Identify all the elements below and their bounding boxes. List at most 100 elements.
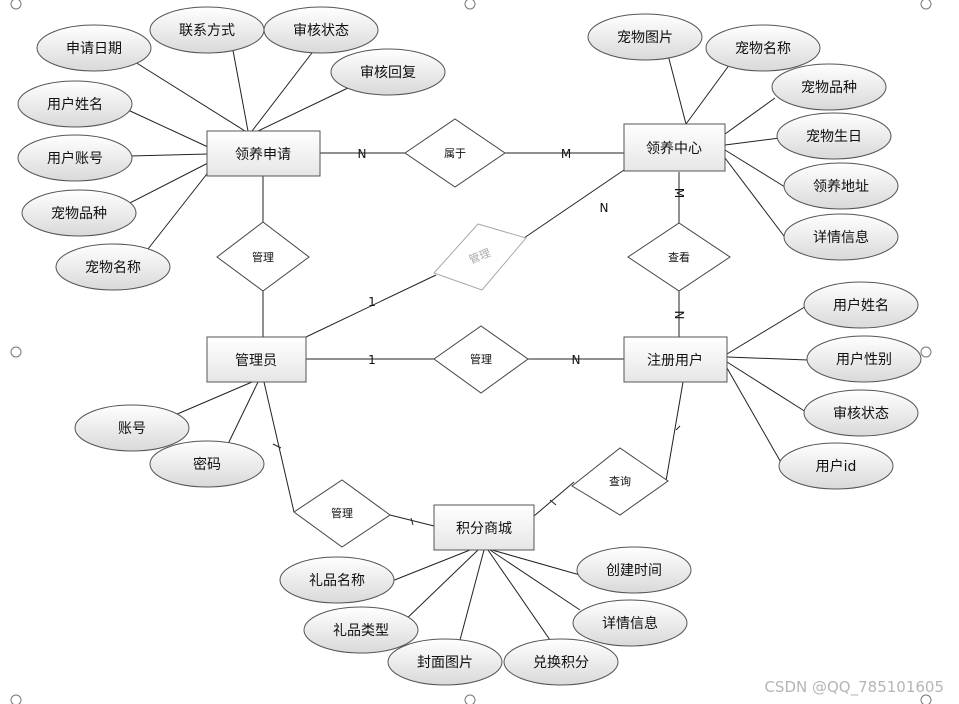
- rel-manage-user[interactable]: 管理: [433, 325, 529, 394]
- svg-text:领养地址: 领养地址: [813, 179, 869, 195]
- svg-text:申请日期: 申请日期: [66, 41, 122, 57]
- svg-text:用户账号: 用户账号: [47, 150, 103, 167]
- svg-text:兑换积分: 兑换积分: [533, 654, 589, 671]
- attr-exchange-points[interactable]: 兑换积分: [503, 638, 619, 686]
- entity-adopt-apply[interactable]: 领养申请: [206, 130, 321, 177]
- edge-mall-details: [489, 549, 581, 611]
- edge-mall-gifttype: [399, 549, 479, 626]
- edge-apply-contact: [231, 44, 249, 132]
- attr-password[interactable]: 密码: [149, 440, 265, 488]
- svg-text:宠物生日: 宠物生日: [806, 129, 862, 145]
- edge-center-address: [724, 149, 786, 188]
- edge-mall-create: [491, 549, 581, 576]
- svg-text:详情信息: 详情信息: [602, 615, 658, 632]
- attr-audit-reply[interactable]: 审核回复: [330, 48, 446, 96]
- rel-view[interactable]: 查看: [627, 222, 731, 292]
- attr-create-time[interactable]: 创建时间: [576, 546, 692, 594]
- rel-label: 管理: [252, 250, 274, 264]
- card-manage-user-n: N: [572, 353, 581, 367]
- edge-mall-cover: [459, 549, 485, 641]
- svg-text:用户姓名: 用户姓名: [833, 297, 889, 314]
- attr-gift-name[interactable]: 礼品名称: [279, 556, 395, 604]
- svg-text:宠物图片: 宠物图片: [617, 30, 673, 46]
- edge-center-manage2: [523, 169, 625, 239]
- attr-user-name-apply[interactable]: 用户姓名: [17, 80, 133, 128]
- edge-mall-points: [487, 549, 551, 641]
- selection-handles[interactable]: [10, 0, 932, 704]
- edge-mall-giftname: [391, 549, 471, 582]
- svg-text:宠物品种: 宠物品种: [801, 80, 857, 96]
- attr-user-gender[interactable]: 用户性别: [806, 335, 922, 383]
- card-admin-manage-center: 1: [368, 295, 376, 309]
- card-center-view: M: [672, 188, 686, 198]
- rel-manage-apply[interactable]: 管理: [216, 221, 310, 292]
- svg-text:封面图片: 封面图片: [417, 655, 473, 671]
- entity-label: 注册用户: [647, 352, 703, 369]
- edge-apply-petname: [147, 169, 211, 250]
- attr-details-center[interactable]: 详情信息: [783, 213, 899, 261]
- attr-cover-image[interactable]: 封面图片: [387, 638, 503, 686]
- rel-belongs[interactable]: 属于: [404, 118, 506, 188]
- attr-pet-birthday[interactable]: 宠物生日: [776, 112, 892, 160]
- attr-details-mall[interactable]: 详情信息: [572, 599, 688, 647]
- attr-contact[interactable]: 联系方式: [149, 6, 265, 54]
- svg-text:审核回复: 审核回复: [360, 64, 416, 81]
- entity-label: 积分商城: [456, 521, 512, 537]
- svg-text:礼品类型: 礼品类型: [333, 623, 389, 639]
- entity-registered-user[interactable]: 注册用户: [623, 336, 728, 383]
- svg-text:详情信息: 详情信息: [813, 229, 869, 246]
- svg-text:审核状态: 审核状态: [293, 23, 349, 39]
- rel-manage-mall[interactable]: 管理: [293, 479, 391, 548]
- edge-user-gender: [726, 356, 809, 361]
- edge-center-image: [667, 54, 687, 125]
- card-belongs-center: M: [561, 147, 571, 161]
- rel-label: 查看: [668, 250, 690, 264]
- rel-label: 管理: [331, 506, 353, 520]
- rel-query[interactable]: 查询: [571, 447, 669, 516]
- attr-account[interactable]: 账号: [74, 404, 190, 452]
- edge-user-status: [726, 361, 807, 413]
- entity-admin[interactable]: 管理员: [206, 336, 307, 383]
- attr-apply-date[interactable]: 申请日期: [36, 24, 152, 72]
- svg-text:密码: 密码: [193, 456, 221, 473]
- svg-text:宠物品种: 宠物品种: [51, 206, 107, 222]
- edge-user-id: [726, 367, 784, 467]
- attr-pet-breed-center[interactable]: 宠物品种: [771, 63, 887, 111]
- svg-text:创建时间: 创建时间: [606, 563, 662, 579]
- card-apply-belongs: N: [358, 147, 367, 161]
- entity-label: 领养申请: [235, 147, 291, 163]
- entity-points-mall[interactable]: 积分商城: [433, 504, 535, 551]
- attr-audit-status-reg[interactable]: 审核状态: [803, 389, 919, 437]
- edge-center-birthday: [724, 137, 781, 146]
- attr-audit-status-apply[interactable]: 审核状态: [263, 6, 379, 54]
- edges: [125, 44, 809, 641]
- svg-text:用户id: 用户id: [816, 458, 857, 475]
- svg-text:宠物名称: 宠物名称: [85, 260, 141, 276]
- attr-pet-image[interactable]: 宠物图片: [587, 13, 703, 61]
- svg-text:礼品名称: 礼品名称: [309, 573, 365, 589]
- attr-user-account[interactable]: 用户账号: [17, 134, 133, 182]
- attr-pet-name-apply[interactable]: 宠物名称: [55, 243, 171, 291]
- attr-gift-type[interactable]: 礼品类型: [303, 606, 419, 654]
- entity-adopt-center[interactable]: 领养中心: [623, 123, 726, 172]
- watermark: CSDN @QQ_785101605: [764, 678, 944, 697]
- rel-label: 查询: [609, 474, 631, 488]
- card-admin-manage-user: 1: [368, 353, 376, 367]
- attr-pet-breed-apply[interactable]: 宠物品种: [21, 189, 137, 237]
- attr-pet-name-center[interactable]: 宠物名称: [705, 24, 821, 72]
- edge-center-petname: [685, 63, 731, 125]
- entity-label: 领养中心: [646, 141, 702, 157]
- edge-admin-password: [227, 381, 259, 445]
- edge-center-breed: [724, 97, 776, 135]
- attr-adopt-address[interactable]: 领养地址: [783, 162, 899, 210]
- rel-label: 管理: [470, 352, 492, 366]
- edge-apply-status: [251, 44, 319, 132]
- svg-text:宠物名称: 宠物名称: [735, 41, 791, 57]
- attr-user-name-reg[interactable]: 用户姓名: [803, 281, 919, 329]
- attr-user-id[interactable]: 用户id: [778, 442, 894, 490]
- svg-text:联系方式: 联系方式: [179, 23, 235, 39]
- rel-manage-center[interactable]: 管理: [433, 223, 527, 291]
- edge-admin-account: [174, 381, 253, 416]
- tick-marks: [272, 425, 681, 526]
